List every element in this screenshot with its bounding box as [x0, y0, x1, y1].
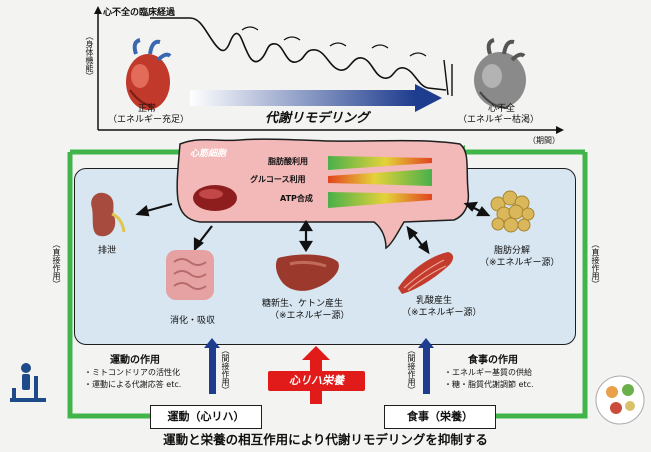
diet-box: 食事（栄養）	[384, 405, 496, 429]
left-indirect-label: （間接作用）	[221, 346, 230, 394]
footer-caption: 運動と栄養の相互作用により代謝リモデリングを抑制する	[163, 432, 488, 447]
bar-label-glucose: グルコース利用	[250, 175, 306, 184]
liver-label-1: 糖新生、ケトン産生	[262, 299, 344, 309]
failure-sub: （エネルギー枯渇）	[458, 115, 540, 125]
failure-label: 心不全	[488, 104, 516, 114]
direct-action-right-line	[495, 152, 588, 419]
kidney-label: 排泄	[98, 246, 117, 256]
exercise-title: 運動の作用	[110, 355, 160, 366]
kidney-icon	[91, 192, 126, 237]
right-direct-label: （直接作用）	[591, 240, 600, 288]
x-axis-label: （期間）	[528, 136, 560, 145]
direct-action-left-line	[67, 152, 150, 419]
liver-icon	[275, 254, 339, 291]
center-label: 心リハ栄養	[268, 371, 365, 391]
food-plate-icon	[595, 375, 645, 425]
y-axis-label: （身体機能）	[85, 32, 94, 80]
normal-label: 正常	[138, 104, 157, 114]
liver-label-2: （※エネルギー源）	[270, 311, 350, 321]
diet-item-1: ・エネルギー基質の供給	[444, 368, 532, 377]
remodeling-arrow-head	[415, 84, 442, 112]
fat-label-2: （※エネルギー源）	[480, 258, 560, 268]
fat-label-1: 脂肪分解	[494, 246, 531, 256]
bar-fatty-acid	[328, 156, 432, 170]
intestine-label: 消化・吸収	[170, 316, 216, 326]
normal-heart-icon	[126, 38, 172, 110]
intestine-icon	[166, 250, 214, 300]
normal-sub: （エネルギー充足）	[108, 115, 190, 125]
bar-label-fatty-acid: 脂肪酸利用	[268, 157, 308, 166]
left-direct-label: （直接作用）	[52, 240, 61, 288]
failing-heart-icon	[474, 38, 526, 109]
bar-glucose	[328, 169, 432, 186]
exercise-bike-icon	[10, 363, 46, 402]
diet-title: 食事の作用	[468, 355, 518, 366]
remodeling-arrow-shaft	[190, 90, 415, 106]
exercise-box: 運動（心リハ）	[150, 405, 262, 429]
diet-item-2: ・糖・脂質代謝調節 etc.	[444, 380, 534, 389]
decline-curve	[150, 17, 447, 91]
muscle-icon	[398, 252, 454, 294]
muscle-label-2: （※エネルギー源）	[402, 308, 482, 318]
bar-label-atp: ATP合成	[280, 194, 313, 203]
bar-atp	[328, 192, 432, 208]
muscle-label-1: 乳酸産生	[416, 296, 453, 306]
graph-title: 心不全の臨床経過	[103, 8, 176, 18]
cell-label: 心筋細胞	[190, 149, 227, 159]
exercise-item-2: ・運動による代謝応答 etc.	[84, 380, 182, 389]
remodeling-label: 代謝リモデリング	[265, 111, 370, 126]
right-indirect-label: （間接作用）	[407, 346, 416, 394]
fat-cells-icon	[490, 190, 535, 233]
exercise-item-1: ・ミトコンドリアの活性化	[84, 368, 180, 377]
